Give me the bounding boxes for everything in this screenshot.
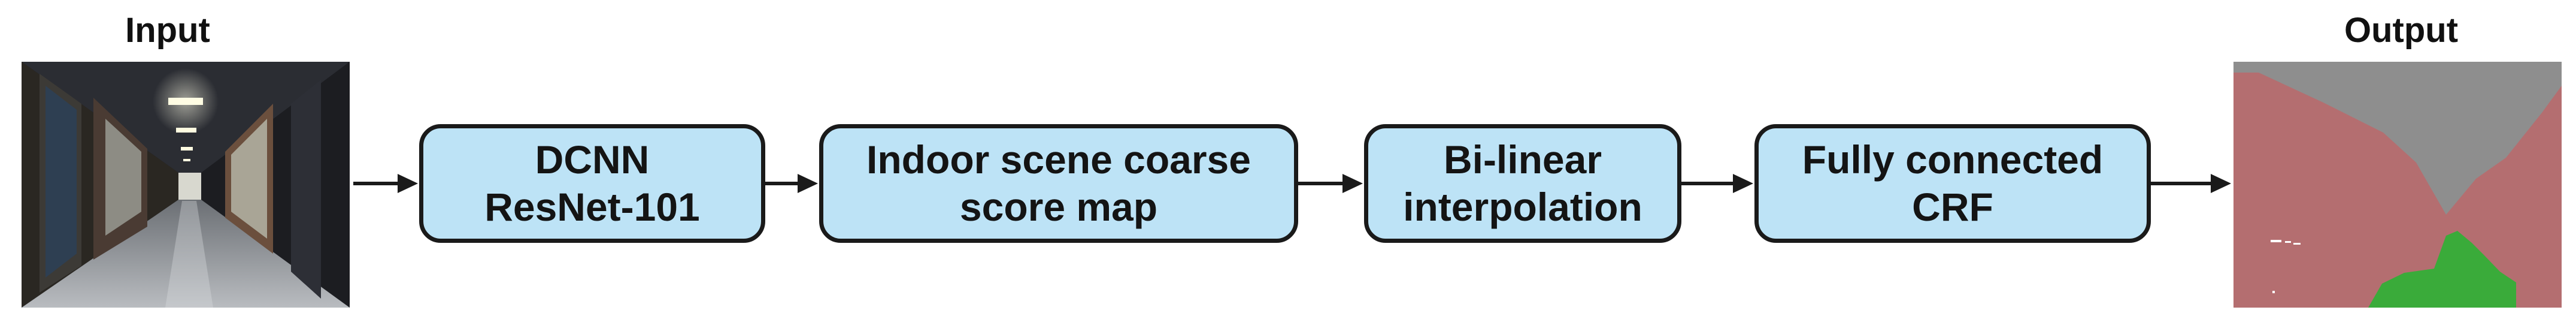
step-coarse-score-map-text: Indoor scene coarse score map <box>866 137 1251 229</box>
arrow-bilinear-to-crf <box>1681 174 1753 193</box>
output-segmentation-image <box>2233 62 2562 308</box>
input-corridor-image <box>22 62 350 308</box>
input-label: Input <box>125 11 210 50</box>
step-dcnn-resnet-text: DCNN ResNet-101 <box>484 137 700 229</box>
step-dcnn-resnet-box: DCNN ResNet-101 <box>419 124 765 243</box>
step-bilinear-interpolation-box: Bi-linear interpolation <box>1364 124 1681 243</box>
arrow-coarse-to-bilinear <box>1298 174 1363 193</box>
step-fully-connected-crf-box: Fully connected CRF <box>1754 124 2151 243</box>
arrow-dcnn-to-coarse <box>765 174 818 193</box>
arrow-crf-to-output <box>2151 174 2231 193</box>
step-fully-connected-crf-text: Fully connected CRF <box>1802 137 2104 229</box>
output-label: Output <box>2344 11 2459 50</box>
segment-ceiling <box>2233 62 2562 215</box>
segment-floor <box>2368 231 2516 308</box>
step-bilinear-interpolation-text: Bi-linear interpolation <box>1403 137 1642 229</box>
step-coarse-score-map-box: Indoor scene coarse score map <box>819 124 1298 243</box>
arrow-input-to-dcnn <box>353 174 418 193</box>
